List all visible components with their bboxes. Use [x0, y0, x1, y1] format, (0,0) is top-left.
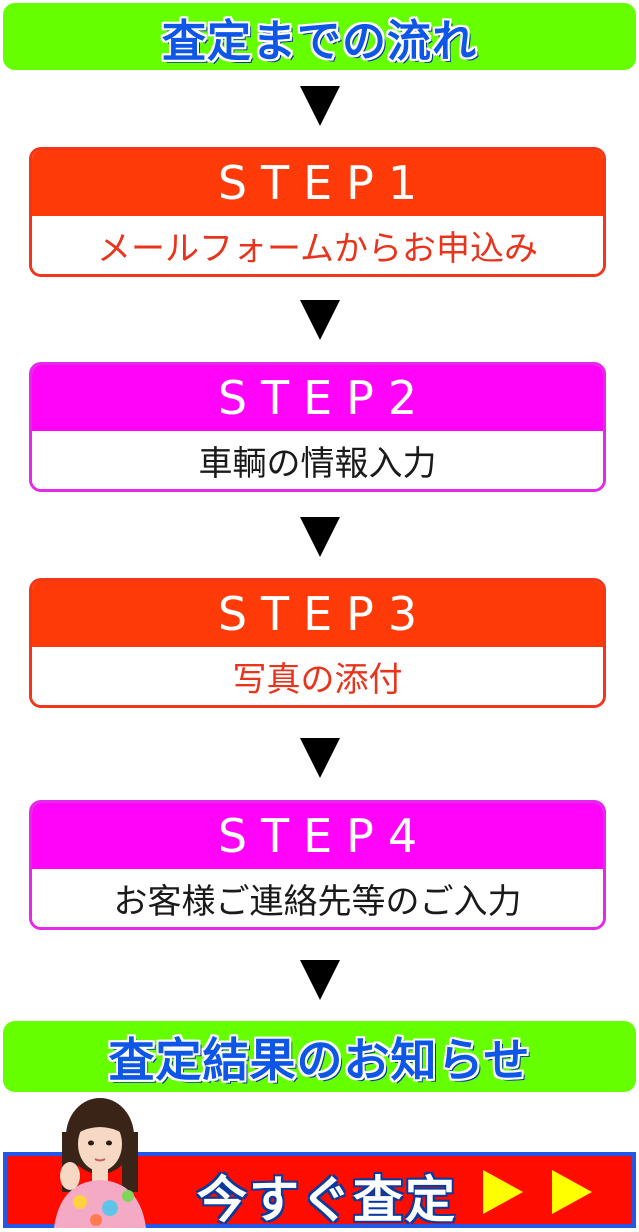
step-4-label: STEP4 — [32, 803, 603, 869]
step-3-description: 写真の添付 — [32, 647, 603, 705]
assess-now-label: 今すぐ査定 — [197, 1171, 457, 1229]
down-arrow-icon — [300, 517, 340, 557]
result-banner: 査定結果のお知らせ — [3, 1021, 636, 1092]
step-1-description: メールフォームからお申込み — [32, 216, 603, 274]
play-arrow-icon — [552, 1170, 592, 1214]
step-3-label: STEP3 — [32, 581, 603, 647]
step-3-card: STEP3 写真の添付 — [29, 578, 606, 708]
woman-photo — [54, 1098, 146, 1228]
down-arrow-icon — [300, 960, 340, 1000]
step-2-card: STEP2 車輌の情報入力 — [29, 362, 606, 492]
step-4-description: お客様ご連絡先等のご入力 — [32, 869, 603, 927]
down-arrow-icon — [300, 300, 340, 340]
step-1-card: STEP1 メールフォームからお申込み — [29, 147, 606, 277]
step-4-card: STEP4 お客様ご連絡先等のご入力 — [29, 800, 606, 930]
down-arrow-icon — [300, 738, 340, 778]
play-arrow-icon — [483, 1170, 523, 1214]
step-1-label: STEP1 — [32, 150, 603, 216]
result-title: 査定結果のお知らせ — [107, 1032, 531, 1088]
flow-title-banner: 査定までの流れ — [3, 3, 636, 70]
flow-title: 査定までの流れ — [161, 15, 477, 68]
step-2-label: STEP2 — [32, 365, 603, 431]
down-arrow-icon — [300, 86, 340, 126]
step-2-description: 車輌の情報入力 — [32, 431, 603, 489]
